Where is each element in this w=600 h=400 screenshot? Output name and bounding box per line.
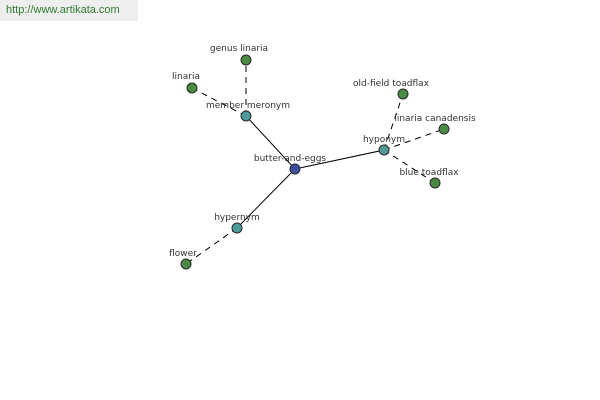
label-member-meronym: member meronym bbox=[206, 101, 290, 111]
edge-hyponym-to-blue-toadflax bbox=[383, 149, 436, 184]
edge-butter-and-eggs-to-hypernym bbox=[236, 168, 296, 229]
node-member-meronym[interactable] bbox=[240, 110, 252, 122]
node-flower[interactable] bbox=[180, 258, 192, 270]
label-hyponym: hyponym bbox=[363, 135, 405, 145]
graph-edges bbox=[185, 60, 445, 265]
edge-butter-and-eggs-to-hyponym bbox=[294, 149, 385, 170]
label-hypernym: hypernym bbox=[214, 213, 260, 223]
label-butter-and-eggs: butter-and-eggs bbox=[254, 154, 327, 164]
node-blue-toadflax[interactable] bbox=[429, 177, 441, 189]
node-old-field-toadflax[interactable] bbox=[397, 88, 409, 100]
label-flower: flower bbox=[169, 249, 197, 259]
node-butter-and-eggs[interactable] bbox=[289, 163, 301, 175]
graph-labels: butter-and-eggs member meronym hyponym hype… bbox=[169, 44, 476, 259]
label-linaria: linaria bbox=[172, 72, 200, 82]
watermark-banner: http://www.artikata.com bbox=[0, 0, 138, 21]
edge-butter-and-eggs-to-member-meronym bbox=[245, 115, 296, 170]
node-hypernym[interactable] bbox=[231, 222, 243, 234]
edge-hyponym-to-old-field-toadflax bbox=[383, 93, 404, 151]
label-old-field-toadflax: old-field toadflax bbox=[353, 79, 430, 89]
node-linaria[interactable] bbox=[186, 82, 198, 94]
label-linaria-canadensis: linaria canadensis bbox=[394, 114, 476, 124]
label-blue-toadflax: blue toadflax bbox=[399, 168, 459, 178]
node-linaria-canadensis[interactable] bbox=[438, 123, 450, 135]
watermark-text: http://www.artikata.com bbox=[6, 4, 120, 16]
node-hyponym[interactable] bbox=[378, 144, 390, 156]
graph-nodes bbox=[180, 54, 450, 270]
node-genus-linaria[interactable] bbox=[240, 54, 252, 66]
label-genus-linaria: genus linaria bbox=[210, 44, 268, 54]
